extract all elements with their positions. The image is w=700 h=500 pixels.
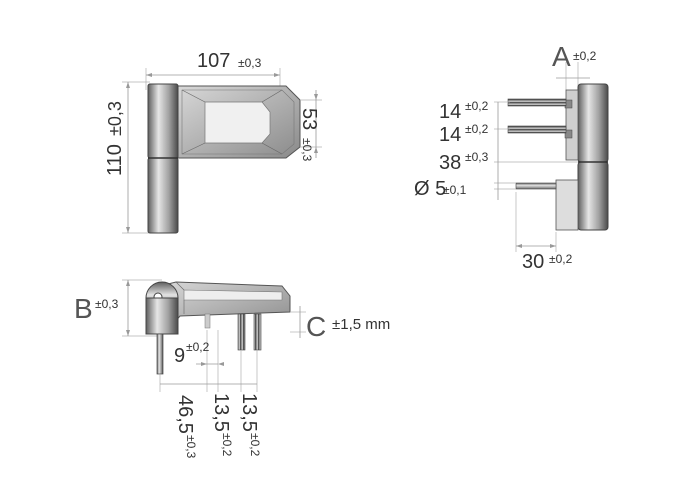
top-screw-1: [204, 313, 211, 329]
front-view: 107 ±0,3 110 ±0,3 53 ±0,3: [104, 50, 322, 234]
width-dimension-value: 107: [197, 50, 230, 72]
height-dimension-tolerance: ±0,3: [105, 101, 125, 136]
knuckle-letter-b: B: [74, 293, 93, 324]
plate-height-value: 53: [298, 108, 320, 130]
small-offset-value: 9: [174, 345, 185, 367]
plate-height-tolerance: ±0,3: [300, 138, 314, 162]
side-screw-middle: [507, 125, 567, 134]
width-dimension-tolerance: ±0,3: [238, 56, 262, 70]
screw-1-tolerance: ±0,2: [220, 433, 234, 457]
offset-value: 38: [439, 152, 461, 174]
pin-diameter-tolerance: ±0,1: [443, 183, 467, 197]
top-view: B ±0,3 C ±1,5 mm 9 ±0,2: [74, 279, 390, 459]
top-screw-2: [237, 313, 246, 351]
gap-tolerance: ±0,2: [573, 49, 597, 63]
side-pin: [515, 182, 557, 190]
offset-tolerance: ±0,3: [465, 150, 489, 164]
top-pin: [156, 333, 164, 375]
pin-spacing-2-tolerance: ±0,2: [465, 122, 489, 136]
knuckle-tolerance: ±0,3: [95, 297, 119, 311]
side-knuckle-lower: [577, 161, 609, 231]
top-screw-3: [253, 313, 262, 351]
top-plate: [159, 281, 291, 331]
depth-tolerance: ±0,2: [549, 252, 573, 266]
pin-spacing-1-tolerance: ±0,2: [465, 99, 489, 113]
height-dimension-value: 110: [104, 144, 126, 176]
gap-letter-a: A: [552, 41, 571, 72]
pin-spacing-1-value: 14: [439, 101, 461, 123]
depth-value: 30: [522, 251, 544, 273]
pin-spacing-2-value: 14: [439, 124, 461, 146]
side-view: A ±0,2 14 ±0,2 14 ±0,2 38 ±0,3 Ø 5 ±0,1: [414, 41, 609, 273]
side-screw-upper: [507, 98, 567, 107]
small-offset-tolerance: ±0,2: [186, 340, 210, 354]
hinge-knuckle-lower: [147, 157, 179, 234]
screw-1-value: 13,5: [210, 393, 232, 432]
screw-2-value: 13,5: [238, 393, 260, 432]
total-offset-value: 46,5: [174, 395, 196, 434]
total-offset-tolerance: ±0,3: [184, 435, 198, 459]
adjust-letter-c: C: [306, 311, 326, 342]
hinge-knuckle-upper: [147, 83, 179, 159]
adjust-tolerance: ±1,5 mm: [332, 316, 390, 333]
pin-diameter-value: Ø 5: [414, 178, 446, 200]
side-knuckle-upper: [577, 83, 609, 163]
screw-2-tolerance: ±0,2: [248, 433, 262, 457]
